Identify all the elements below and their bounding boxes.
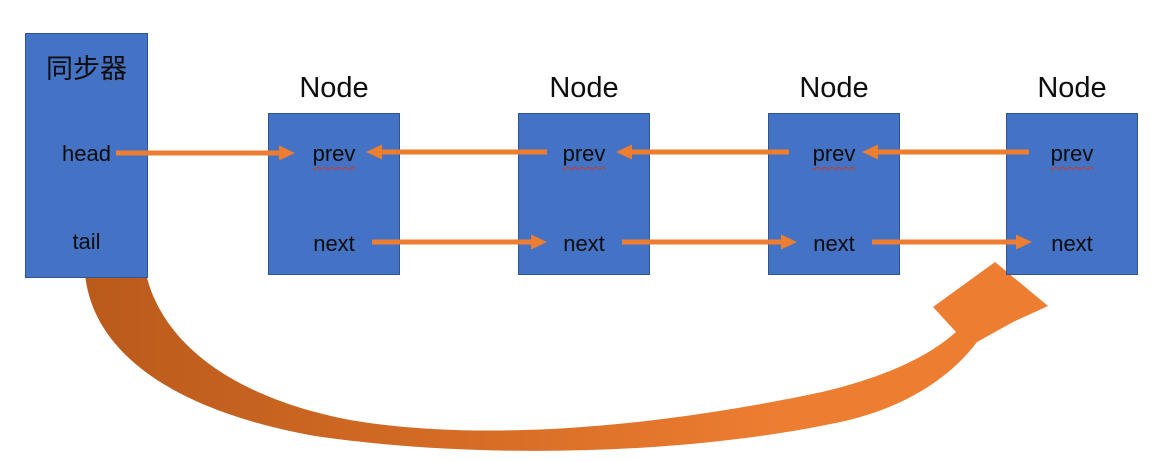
synchronizer-box: 同步器 head tail bbox=[25, 33, 148, 278]
node-1-box: prev next bbox=[268, 113, 400, 275]
node-1: Node prev next bbox=[268, 68, 400, 275]
node-4-title: Node bbox=[1037, 72, 1107, 104]
node-2-field-prev: prev bbox=[519, 140, 649, 168]
node-1-title: Node bbox=[299, 72, 369, 104]
node-2-box: prev next bbox=[518, 113, 650, 275]
synchronizer-field-head: head bbox=[62, 141, 111, 166]
tail-to-last-node-curved-arrow bbox=[85, 262, 1048, 451]
node-4-prev-label: prev bbox=[1050, 141, 1094, 166]
node-4-field-next: next bbox=[1051, 231, 1093, 256]
synchronizer-title: 同步器 bbox=[46, 54, 127, 84]
node-2-prev-label: prev bbox=[562, 141, 606, 166]
node-4: Node prev next bbox=[1006, 68, 1138, 275]
node-3-title: Node bbox=[799, 72, 869, 104]
node-4-field-prev: prev bbox=[1007, 140, 1137, 168]
node-3-field-next: next bbox=[813, 231, 855, 256]
node-3-prev-label: prev bbox=[812, 141, 856, 166]
node-1-prev-label: prev bbox=[312, 141, 356, 166]
node-4-box: prev next bbox=[1006, 113, 1138, 275]
node-3-field-prev: prev bbox=[769, 140, 899, 168]
node-1-field-next: next bbox=[313, 231, 355, 256]
synchronizer-field-tail: tail bbox=[72, 229, 101, 254]
node-1-field-prev: prev bbox=[269, 140, 399, 168]
node-2-title: Node bbox=[549, 72, 619, 104]
node-2: Node prev next bbox=[518, 68, 650, 275]
node-3-box: prev next bbox=[768, 113, 900, 275]
node-3: Node prev next bbox=[768, 68, 900, 275]
node-2-field-next: next bbox=[563, 231, 605, 256]
